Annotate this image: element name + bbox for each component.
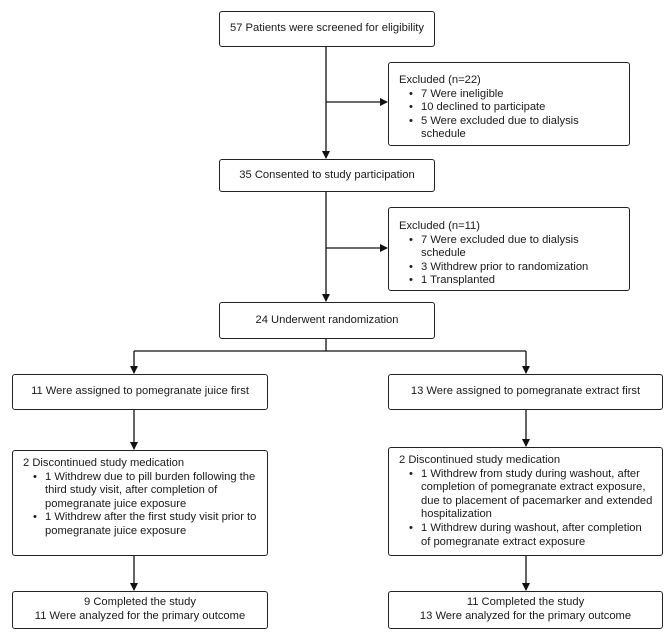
left-assigned-box: 11 Were assigned to pomegranate juice fi…: [12, 374, 268, 410]
right-completed-box: 11 Completed the study 13 Were analyzed …: [388, 591, 663, 629]
consented-box: 35 Consented to study participation: [219, 159, 435, 192]
screened-box: 57 Patients were screened for eligibilit…: [219, 11, 435, 47]
right-discontinued-title: 2 Discontinued study medication: [399, 454, 561, 466]
left-completed-label: 9 Completed the study: [84, 596, 196, 609]
excluded-2-title: Excluded (n=11): [399, 220, 480, 232]
right-discontinued-item: 1 Withdrew during washout, after complet…: [409, 522, 654, 549]
left-discontinued-item: 1 Withdrew due to pill burden following …: [33, 471, 259, 512]
left-discontinued-list: 1 Withdrew due to pill burden following …: [23, 471, 259, 539]
left-assigned-label: 11 Were assigned to pomegranate juice fi…: [31, 385, 249, 398]
excluded-1-item: 10 declined to participate: [409, 101, 621, 115]
excluded-1-box: Excluded (n=22) 7 Were ineligible 10 dec…: [388, 62, 630, 146]
right-analyzed-label: 13 Were analyzed for the primary outcome: [419, 610, 632, 622]
excluded-2-box: Excluded (n=11) 7 Were excluded due to d…: [388, 207, 630, 291]
right-assigned-box: 13 Were assigned to pomegranate extract …: [388, 374, 663, 410]
excluded-2-item: 1 Transplanted: [409, 274, 621, 288]
consented-label: 35 Consented to study participation: [239, 168, 415, 181]
excluded-2-item: 7 Were excluded due to dialysis schedule: [409, 234, 621, 261]
excluded-2-item: 3 Withdrew prior to randomization: [409, 261, 621, 275]
excluded-1-list: 7 Were ineligible 10 declined to partici…: [399, 88, 621, 142]
left-discontinued-box: 2 Discontinued study medication 1 Withdr…: [12, 450, 268, 556]
randomized-box: 24 Underwent randomization: [219, 302, 435, 339]
right-completed-label: 11 Completed the study: [466, 596, 585, 609]
right-assigned-label: 13 Were assigned to pomegranate extract …: [410, 385, 641, 398]
excluded-1-item: 7 Were ineligible: [409, 88, 621, 102]
left-analyzed-label: 11 Were analyzed for the primary outcome: [34, 610, 246, 622]
excluded-1-title: Excluded (n=22): [399, 74, 481, 86]
randomized-label: 24 Underwent randomization: [255, 313, 399, 326]
right-discontinued-item: 1 Withdrew from study during washout, af…: [409, 468, 654, 522]
left-discontinued-title: 2 Discontinued study medication: [23, 457, 185, 469]
screened-label: 57 Patients were screened for eligibilit…: [229, 22, 425, 35]
left-completed-box: 9 Completed the study 11 Were analyzed f…: [12, 591, 268, 629]
right-discontinued-list: 1 Withdrew from study during washout, af…: [399, 468, 654, 550]
excluded-2-list: 7 Were excluded due to dialysis schedule…: [399, 234, 621, 288]
excluded-1-item: 5 Were excluded due to dialysis schedule: [409, 115, 621, 142]
right-discontinued-box: 2 Discontinued study medication 1 Withdr…: [388, 447, 663, 556]
left-discontinued-item: 1 Withdrew after the first study visit p…: [33, 511, 259, 538]
